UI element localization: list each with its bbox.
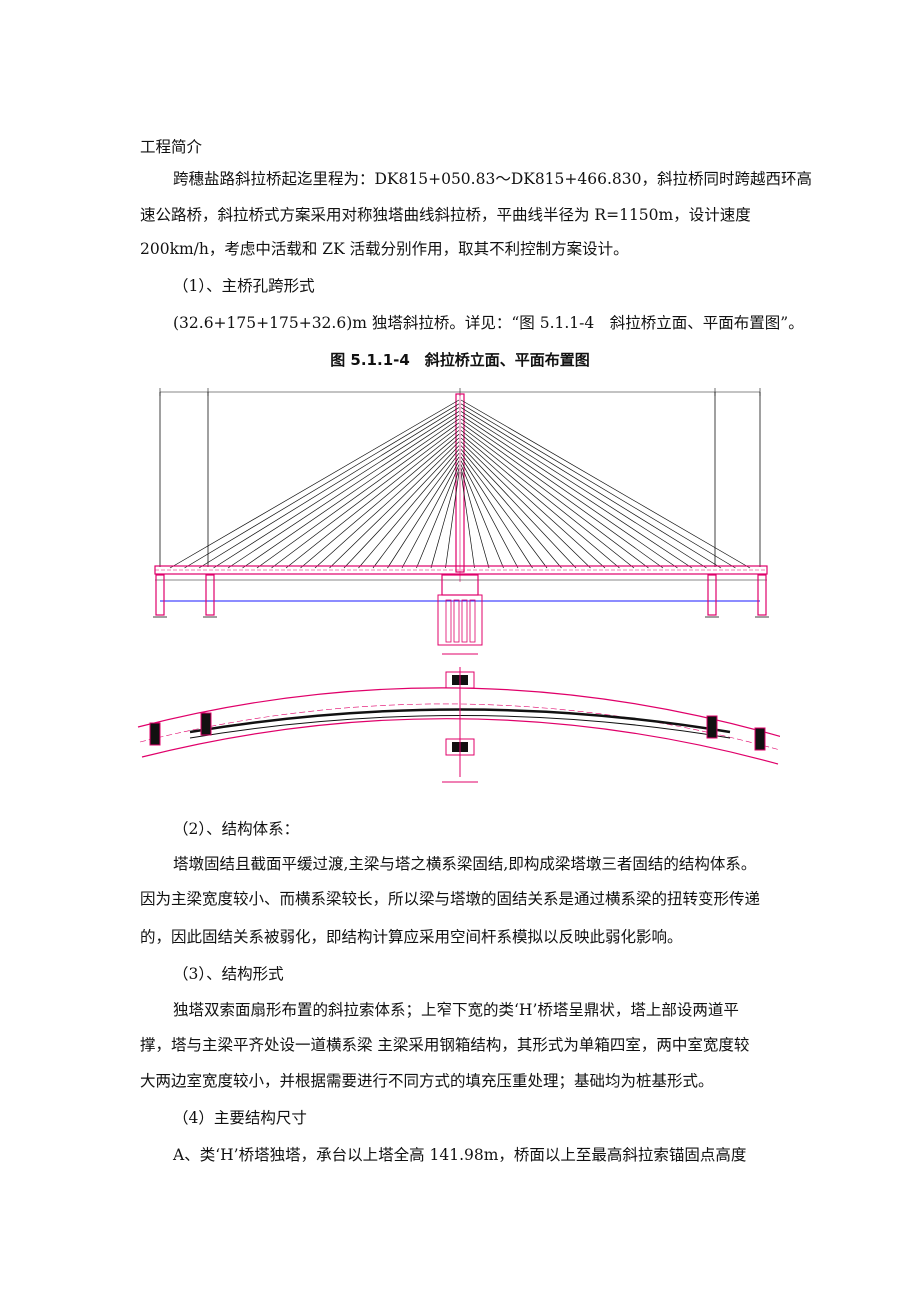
stay-cable bbox=[460, 433, 620, 569]
stay-cable bbox=[460, 468, 490, 569]
stay-cable bbox=[445, 472, 460, 569]
stay-cable bbox=[460, 407, 722, 569]
figure-caption: 图 5.1.1-4 斜拉桥立面、平面布置图 bbox=[330, 351, 590, 369]
structure-form-line-1: 独塔双索面扇形布置的斜拉索体系；上窄下宽的类‘H’桥塔呈鼎状，塔上部设两道平 bbox=[173, 1001, 739, 1019]
intro-line-2: 速公路桥，斜拉桥式方案采用对称独塔曲线斜拉桥，平曲线半径为 R=1150m，设计… bbox=[140, 206, 751, 224]
stay-cable bbox=[460, 430, 635, 569]
structure-form-line-2: 撑，塔与主梁平齐处设一道横系梁 主梁采用钢箱结构，其形式为单箱四室，两中室宽度较 bbox=[140, 1036, 750, 1054]
main-dimensions-line-1: A、类‘H’桥塔独塔，承台以上塔全高 141.98m，桥面以上至最高斜拉索锚固点… bbox=[173, 1146, 747, 1164]
stay-cable bbox=[271, 426, 460, 569]
span-form-title: （1）、主桥孔跨形式 bbox=[173, 277, 315, 295]
stay-cable bbox=[227, 414, 460, 569]
stay-cable bbox=[460, 445, 577, 569]
plan-pier-footing bbox=[200, 712, 212, 736]
stay-cable bbox=[416, 464, 460, 569]
pier-3 bbox=[707, 574, 717, 616]
stay-cable bbox=[184, 403, 460, 569]
plan-pier-footing bbox=[706, 715, 718, 739]
stay-cable bbox=[285, 430, 460, 569]
stay-cable bbox=[314, 437, 460, 569]
stay-cable bbox=[213, 411, 460, 569]
structure-system-line-3: 的，因此固结关系被弱化，即结构计算应采用空间杆系模拟以反映此弱化影响。 bbox=[140, 928, 683, 946]
stay-cable bbox=[460, 418, 678, 569]
stay-cable bbox=[460, 452, 548, 569]
bridge-drawing-svg bbox=[137, 388, 780, 783]
pile bbox=[461, 599, 468, 643]
stay-cable bbox=[460, 464, 504, 569]
plan-centerline bbox=[139, 703, 780, 751]
structure-form-title: （3）、结构形式 bbox=[173, 965, 284, 983]
stay-cable bbox=[460, 437, 606, 569]
main-dimensions-title: （4）主要结构尺寸 bbox=[173, 1109, 307, 1127]
pier-1 bbox=[155, 574, 165, 616]
pile bbox=[445, 599, 452, 643]
plan-deck-edge-top bbox=[137, 687, 780, 738]
stay-cable bbox=[460, 426, 649, 569]
structure-form-line-3: 大两边室宽度较小，并根据需要进行不同方式的填充压重处理；基础均为桩基形式。 bbox=[140, 1072, 714, 1090]
stay-cable bbox=[460, 422, 664, 569]
stay-cable bbox=[460, 456, 533, 569]
pier-4 bbox=[757, 574, 767, 616]
section-heading: 工程简介 bbox=[140, 138, 203, 156]
stay-cable bbox=[460, 441, 591, 569]
stay-cable bbox=[198, 407, 460, 569]
structure-system-line-2: 因为主梁宽度较小、而横系梁较长，所以梁与塔墩的固结关系是通过横系梁的扭转变形传递 bbox=[140, 890, 761, 908]
stay-cable bbox=[169, 399, 460, 569]
plan-pier-footing bbox=[754, 727, 766, 751]
structure-system-line-1: 塔墩固结且截面平缓过渡,主梁与塔之横系梁固结,即构成梁塔墩三者固结的结构体系。 bbox=[173, 855, 757, 873]
intro-line-3: 200km/h，考虑中活载和 ZK 活载分别作用，取其不利控制方案设计。 bbox=[140, 240, 629, 258]
stay-cable bbox=[387, 456, 460, 569]
stay-cable bbox=[460, 414, 693, 569]
stay-cable bbox=[372, 452, 460, 569]
stay-cable bbox=[329, 441, 460, 569]
pile-cap bbox=[437, 594, 483, 646]
stay-cable bbox=[460, 403, 736, 569]
stay-cable bbox=[256, 422, 460, 569]
stay-cable bbox=[300, 433, 460, 569]
pile bbox=[453, 599, 460, 643]
stay-cable bbox=[430, 468, 460, 569]
structure-system-title: （2）、结构体系： bbox=[173, 820, 300, 838]
intro-line-1: 跨穗盐路斜拉桥起迄里程为：DK815+050.83～DK815+466.830，… bbox=[173, 170, 812, 188]
stay-cable bbox=[358, 449, 460, 569]
stay-cable bbox=[242, 418, 460, 569]
pile bbox=[469, 599, 476, 643]
stay-cable bbox=[460, 449, 562, 569]
bridge-drawing bbox=[130, 382, 780, 802]
stay-cable bbox=[401, 460, 460, 569]
pier-2 bbox=[205, 574, 215, 616]
stay-cable bbox=[460, 411, 707, 569]
plan-pier-footing bbox=[149, 722, 161, 746]
span-form-text: (32.6+175+175+32.6)m 独塔斜拉桥。详见：“图 5.1.1-4… bbox=[173, 314, 804, 332]
stay-cable bbox=[460, 399, 751, 569]
stay-cable bbox=[460, 460, 519, 569]
stay-cable bbox=[343, 445, 460, 569]
stay-cable bbox=[460, 472, 475, 569]
